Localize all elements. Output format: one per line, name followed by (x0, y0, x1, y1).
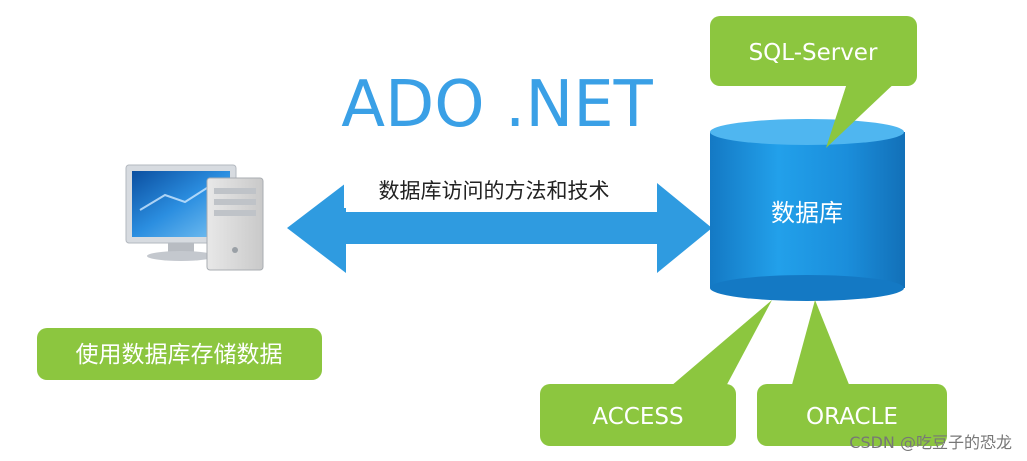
watermark: CSDN @吃豆子的恐龙 (849, 433, 1012, 452)
client-label-box (37, 328, 322, 380)
arrow-label-background (344, 172, 644, 208)
client-label: 使用数据库存储数据 (76, 342, 283, 368)
sql-server-callout (710, 16, 917, 86)
arrow-label: 数据库访问的方法和技术 (379, 179, 610, 203)
database-cylinder-icon (710, 119, 905, 301)
database-label: 数据库 (771, 199, 843, 227)
access-label: ACCESS (592, 404, 683, 430)
oracle-label: ORACLE (806, 404, 898, 430)
oracle-callout-pointer (790, 300, 852, 392)
access-callout-pointer (664, 300, 772, 392)
sql-server-label: SQL-Server (749, 40, 878, 66)
title: ADO .NET (341, 68, 653, 142)
desktop-computer-icon (125, 164, 264, 271)
bidirectional-arrow (287, 183, 712, 273)
sql-server-callout-pointer (826, 80, 898, 148)
oracle-callout (757, 384, 947, 446)
access-callout (540, 384, 736, 446)
